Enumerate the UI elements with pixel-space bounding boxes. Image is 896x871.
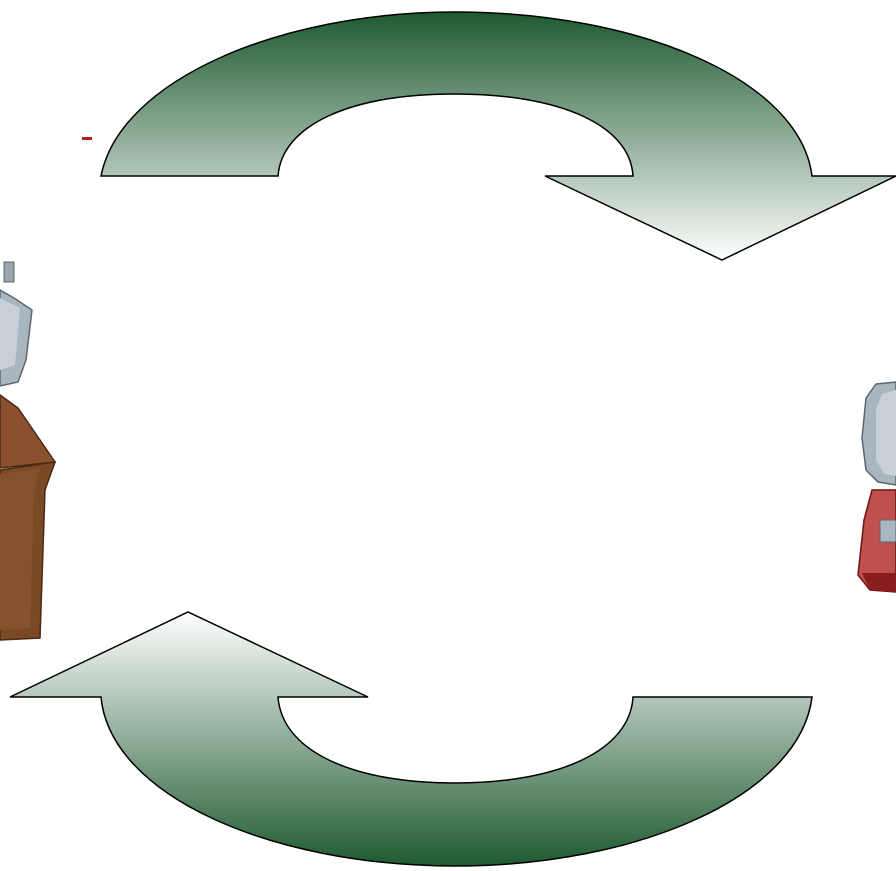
red-mark xyxy=(82,137,92,140)
left-desk-top xyxy=(0,395,55,468)
bottom-curved-arrow-icon xyxy=(10,612,812,866)
left-computer-icon xyxy=(0,262,55,640)
top-curved-arrow-icon xyxy=(101,12,896,260)
right-computer-icon xyxy=(858,382,896,592)
